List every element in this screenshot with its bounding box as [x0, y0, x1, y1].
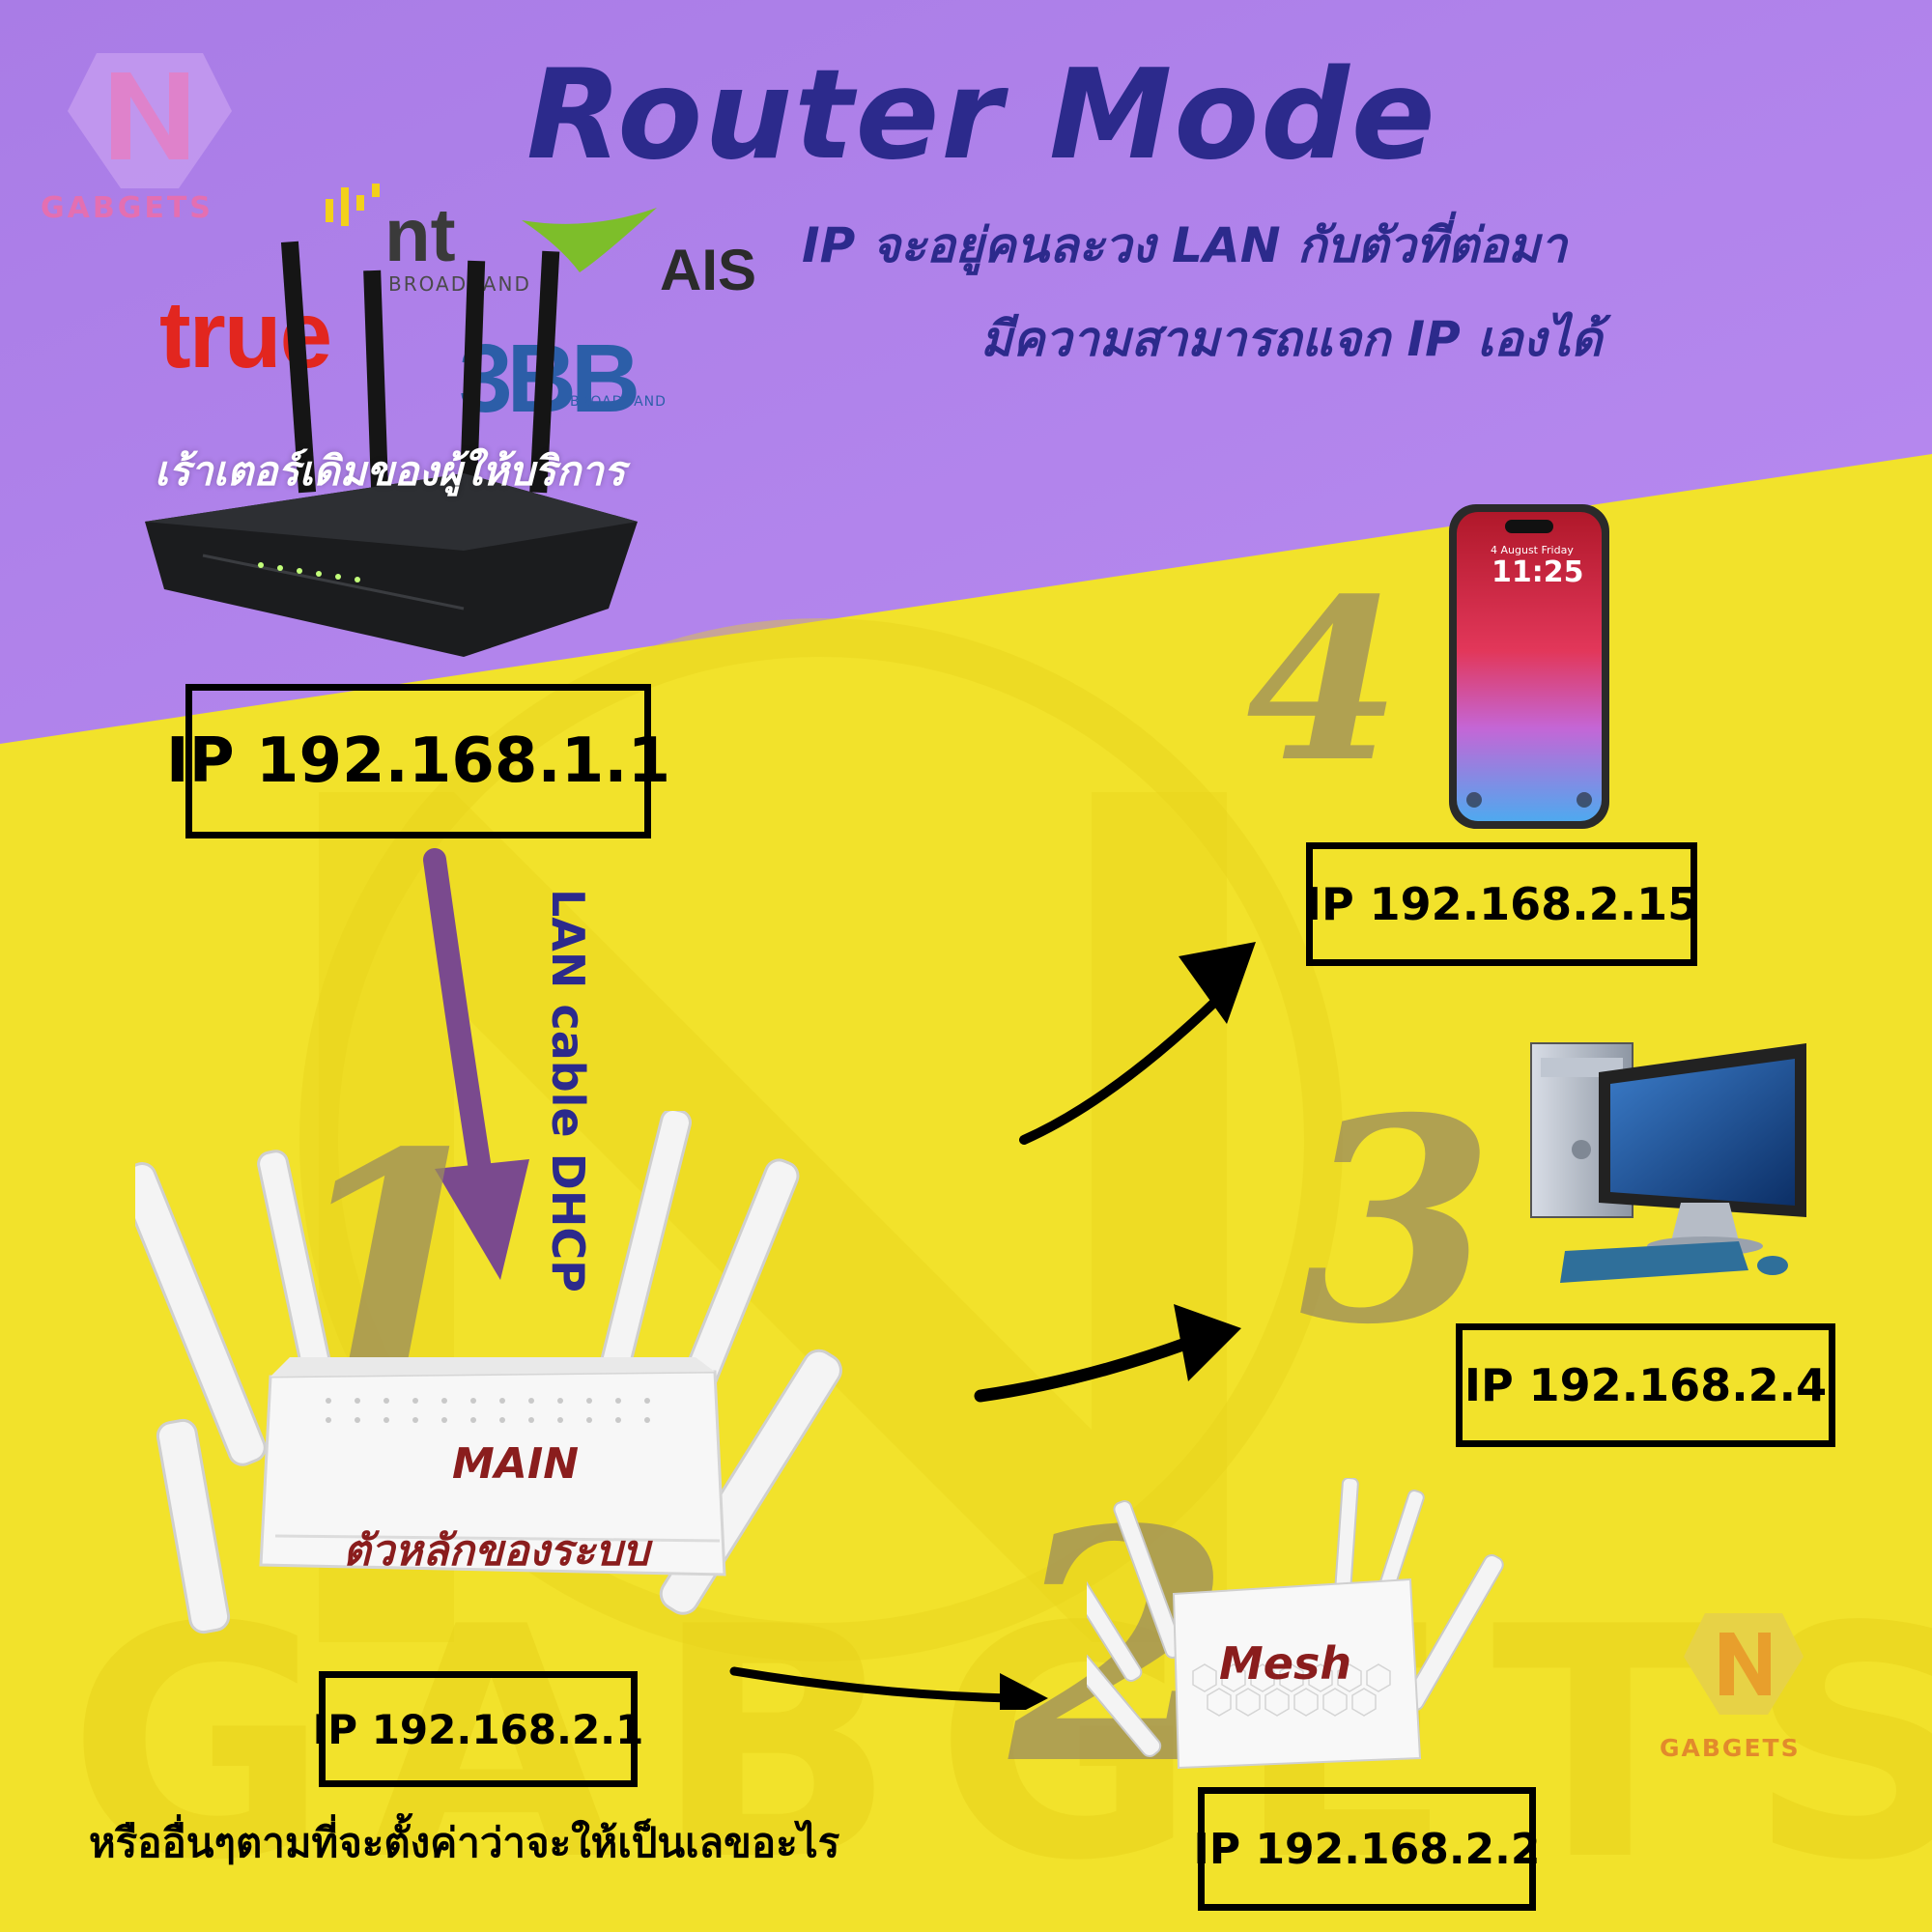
phone-date: 4 August Friday — [1491, 544, 1574, 556]
gabgets-logo-small — [1684, 1613, 1804, 1715]
arrow-to-computer — [974, 1336, 1195, 1403]
computer-ip-box: IP 192.168.2.4 — [1456, 1323, 1835, 1447]
mesh-router-ip-box: IP 192.168.2.2 — [1194, 1787, 1541, 1911]
nt-broadband-text: BROADBAND — [388, 272, 531, 296]
mesh-router-label: Mesh — [1219, 1637, 1352, 1690]
gabgets-logo-text: GABGETS — [41, 191, 213, 225]
isp-router-ip-box: IP 192.168.1.1 — [166, 684, 670, 838]
device-arrows — [729, 942, 1256, 1710]
ais-logo-mark — [522, 208, 657, 272]
main-router-label-en: MAIN — [452, 1439, 580, 1489]
nt-logo-mark — [326, 184, 380, 226]
main-router-image — [135, 1111, 842, 1634]
nt-logo: nt — [384, 192, 456, 277]
subtitle-line-1: IP จะอยู่คนละวง LAN กับตัวที่ต่อมา — [802, 217, 1568, 273]
ais-logo: AIS — [660, 238, 757, 302]
3bb-broadband-text: BROADBAND — [570, 394, 667, 410]
subtitle-line-2: มีความสามารถแจก IP เองได้ — [980, 311, 1603, 367]
lan-cable-arrow — [423, 848, 529, 1280]
gabgets-logo — [68, 53, 232, 188]
main-router-ip-box: IP 192.168.2.1 — [313, 1671, 643, 1787]
page-title: Router Mode — [526, 43, 1437, 187]
computer-image — [1530, 1042, 1806, 1283]
arrow-to-mesh-head — [1000, 1673, 1048, 1710]
phone-ip-box: IP 192.168.2.15 — [1305, 842, 1698, 966]
isp-router-label: เร้าเตอร์เดิมของผู้ให้บริการ — [155, 447, 626, 495]
arrow-to-phone-head — [1179, 942, 1256, 1024]
arrow-to-mesh — [729, 1666, 1019, 1703]
main-router-label-th: ตัวหลักของระบบ — [343, 1526, 650, 1576]
isp-router-image — [145, 241, 638, 657]
main-router-note: หรืออื่นๆตามที่จะตั้งค่าว่าจะให้เป็นเลขอ… — [89, 1819, 840, 1866]
number-3: 3 — [1299, 1058, 1494, 1386]
phone-time: 11:25 — [1492, 555, 1584, 589]
gabgets-logo-small-text: GABGETS — [1660, 1734, 1801, 1762]
mesh-router-image — [1087, 1478, 1504, 1770]
arrow-to-phone — [1019, 995, 1222, 1145]
svg-text:GABGETS: GABGETS — [68, 1559, 1932, 1930]
arrow-to-computer-head — [1174, 1304, 1241, 1381]
phone-image — [1449, 504, 1609, 829]
number-4: 4 — [1246, 551, 1402, 811]
